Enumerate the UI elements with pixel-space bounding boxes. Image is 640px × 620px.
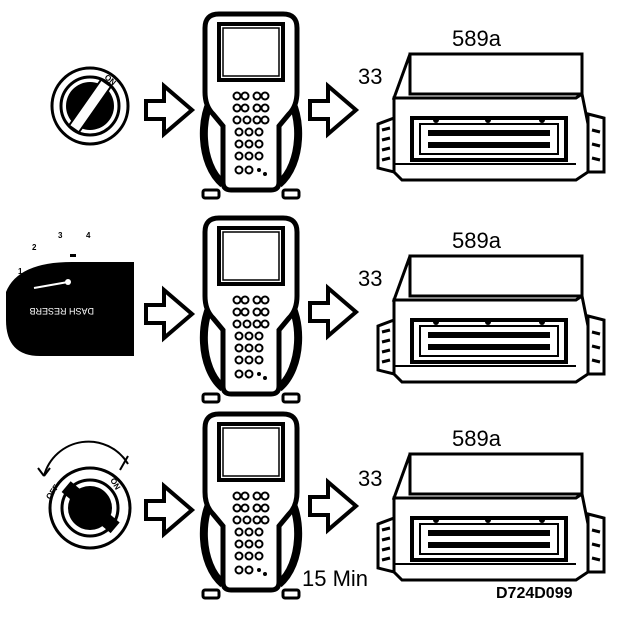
control-unit-icon bbox=[376, 452, 606, 582]
arrow-icon bbox=[308, 84, 358, 136]
arrow-icon bbox=[144, 288, 194, 340]
switch-position-1: 1 bbox=[18, 267, 23, 276]
row-1: ON 33 589a bbox=[50, 14, 606, 198]
arrow-icon bbox=[308, 480, 358, 532]
ecu-label: 589a bbox=[452, 228, 502, 253]
ignition-switch-on-icon bbox=[50, 66, 130, 146]
connector-label: 33 bbox=[358, 64, 382, 89]
arrow-icon bbox=[144, 484, 194, 536]
scan-tool-icon bbox=[203, 414, 299, 598]
connector-label: 33 bbox=[358, 266, 382, 291]
arrow-icon bbox=[308, 286, 358, 338]
rotary-switch-icon: DASH RESERB bbox=[6, 262, 134, 356]
scan-tool-icon bbox=[203, 218, 299, 402]
arrow-icon bbox=[144, 84, 194, 136]
switch-position-3: 3 bbox=[58, 231, 63, 240]
figure-code: D724D099 bbox=[496, 585, 573, 602]
control-unit-icon bbox=[376, 254, 606, 384]
switch-position-2: 2 bbox=[32, 243, 37, 252]
duration-note: 15 Min bbox=[302, 566, 368, 591]
switch-position-4: 4 bbox=[86, 231, 91, 240]
ecu-label: 589a bbox=[452, 26, 502, 51]
ignition-switch-off-icon bbox=[37, 440, 132, 550]
control-unit-icon bbox=[376, 52, 606, 182]
row-2: DASH RESERB 1 2 3 4 33 589a bbox=[6, 218, 606, 402]
connector-label: 33 bbox=[358, 466, 382, 491]
scan-tool-icon bbox=[203, 14, 299, 198]
row-3: OFF ON 33 589a 15 Min bbox=[37, 414, 606, 598]
svg-text:DASH RESERB: DASH RESERB bbox=[29, 306, 94, 316]
ecu-label: 589a bbox=[452, 426, 502, 451]
